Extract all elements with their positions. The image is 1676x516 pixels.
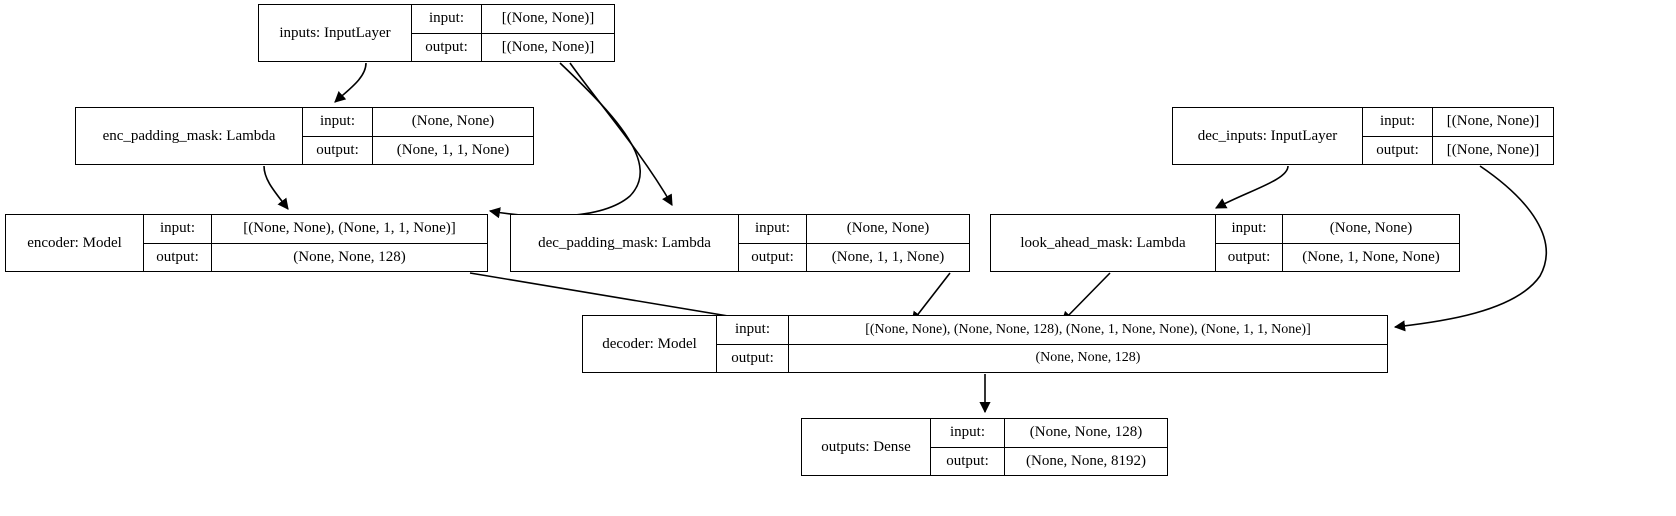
node-enc-padding-mask-input-row: input: (None, None) [303, 108, 533, 137]
node-look-ahead-mask-output-row: output: (None, 1, None, None) [1216, 243, 1459, 271]
node-decoder-input-label: input: [717, 316, 789, 344]
node-dec-padding-mask[interactable]: dec_padding_mask: Lambda input: (None, N… [510, 214, 970, 272]
node-decoder-output-label: output: [717, 344, 789, 372]
node-inputs-output-row: output: [(None, None)] [412, 33, 614, 61]
edge-enc-padding-mask-to-encoder [263, 165, 289, 210]
node-outputs-input-row: input: (None, None, 128) [931, 419, 1167, 448]
node-enc-padding-mask-input-label: input: [303, 108, 373, 136]
node-inputs-label: inputs: InputLayer [259, 5, 412, 61]
edge-dec-inputs-to-look-ahead-mask [1215, 165, 1289, 209]
node-enc-padding-mask[interactable]: enc_padding_mask: Lambda input: (None, N… [75, 107, 534, 165]
node-look-ahead-mask-io: input: (None, None) output: (None, 1, No… [1216, 215, 1459, 271]
node-look-ahead-mask-input-label: input: [1216, 215, 1283, 243]
node-dec-inputs-input-shape: [(None, None)] [1446, 113, 1540, 130]
node-dec-inputs-output-label: output: [1363, 136, 1433, 164]
node-decoder-input-shape: [(None, None), (None, None, 128), (None,… [865, 321, 1311, 337]
node-enc-padding-mask-input-shape: (None, None) [411, 113, 495, 130]
node-dec-inputs-output-shape: [(None, None)] [1446, 141, 1540, 158]
node-dec-inputs-input-label: input: [1363, 108, 1433, 136]
node-outputs-output-row: output: (None, None, 8192) [931, 447, 1167, 475]
edge-inputs-to-enc-padding-mask [334, 62, 367, 103]
node-dec-padding-mask-io: input: (None, None) output: (None, 1, 1,… [739, 215, 969, 271]
node-look-ahead-mask-output-shape: (None, 1, None, None) [1302, 248, 1440, 265]
node-inputs-output-shape: [(None, None)] [501, 38, 595, 55]
node-decoder[interactable]: decoder: Model input: [(None, None), (No… [582, 315, 1388, 373]
node-inputs-input-row: input: [(None, None)] [412, 5, 614, 34]
node-dec-inputs-io: input: [(None, None)] output: [(None, No… [1363, 108, 1553, 164]
node-decoder-label: decoder: Model [583, 316, 717, 372]
node-look-ahead-mask[interactable]: look_ahead_mask: Lambda input: (None, No… [990, 214, 1460, 272]
node-dec-inputs-output-row: output: [(None, None)] [1363, 136, 1553, 164]
edge-inputs-to-dec-padding-mask [569, 62, 673, 206]
node-dec-inputs[interactable]: dec_inputs: InputLayer input: [(None, No… [1172, 107, 1554, 165]
node-look-ahead-mask-output-label: output: [1216, 243, 1283, 271]
node-dec-padding-mask-input-row: input: (None, None) [739, 215, 969, 244]
node-decoder-input-row: input: [(None, None), (None, None, 128),… [717, 316, 1387, 345]
node-dec-padding-mask-output-shape: (None, 1, 1, None) [831, 248, 945, 265]
node-decoder-io: input: [(None, None), (None, None, 128),… [717, 316, 1387, 372]
node-encoder-output-row: output: (None, None, 128) [144, 243, 487, 271]
node-dec-padding-mask-output-label: output: [739, 243, 807, 271]
node-dec-padding-mask-label: dec_padding_mask: Lambda [511, 215, 739, 271]
node-outputs[interactable]: outputs: Dense input: (None, None, 128) … [801, 418, 1168, 476]
node-dec-inputs-input-row: input: [(None, None)] [1363, 108, 1553, 137]
node-outputs-output-label: output: [931, 447, 1005, 475]
node-inputs-output-label: output: [412, 33, 482, 61]
node-enc-padding-mask-output-label: output: [303, 136, 373, 164]
node-inputs[interactable]: inputs: InputLayer input: [(None, None)]… [258, 4, 615, 62]
node-encoder-label: encoder: Model [6, 215, 144, 271]
node-outputs-output-shape: (None, None, 8192) [1026, 452, 1146, 469]
node-dec-inputs-label: dec_inputs: InputLayer [1173, 108, 1363, 164]
node-dec-padding-mask-input-label: input: [739, 215, 807, 243]
node-outputs-label: outputs: Dense [802, 419, 931, 475]
node-look-ahead-mask-input-shape: (None, None) [1329, 220, 1413, 237]
node-inputs-input-label: input: [412, 5, 482, 33]
node-dec-padding-mask-input-shape: (None, None) [846, 220, 930, 237]
node-outputs-input-label: input: [931, 419, 1005, 447]
node-enc-padding-mask-output-row: output: (None, 1, 1, None) [303, 136, 533, 164]
node-encoder-input-label: input: [144, 215, 212, 243]
node-decoder-output-shape: (None, None, 128) [1035, 350, 1141, 366]
node-dec-padding-mask-output-row: output: (None, 1, 1, None) [739, 243, 969, 271]
node-enc-padding-mask-label: enc_padding_mask: Lambda [76, 108, 303, 164]
node-enc-padding-mask-io: input: (None, None) output: (None, 1, 1,… [303, 108, 533, 164]
node-outputs-input-shape: (None, None, 128) [1029, 424, 1143, 441]
node-encoder-input-row: input: [(None, None), (None, 1, 1, None)… [144, 215, 487, 244]
node-encoder-output-label: output: [144, 243, 212, 271]
node-inputs-input-shape: [(None, None)] [501, 10, 595, 27]
node-encoder-output-shape: (None, None, 128) [293, 248, 406, 265]
node-decoder-output-row: output: (None, None, 128) [717, 344, 1387, 372]
node-encoder[interactable]: encoder: Model input: [(None, None), (No… [5, 214, 488, 272]
node-look-ahead-mask-label: look_ahead_mask: Lambda [991, 215, 1216, 271]
node-enc-padding-mask-output-shape: (None, 1, 1, None) [396, 141, 510, 158]
node-encoder-io: input: [(None, None), (None, 1, 1, None)… [144, 215, 487, 271]
node-encoder-input-shape: [(None, None), (None, 1, 1, None)] [243, 220, 456, 237]
node-outputs-io: input: (None, None, 128) output: (None, … [931, 419, 1167, 475]
node-look-ahead-mask-input-row: input: (None, None) [1216, 215, 1459, 244]
node-inputs-io: input: [(None, None)] output: [(None, No… [412, 5, 614, 61]
